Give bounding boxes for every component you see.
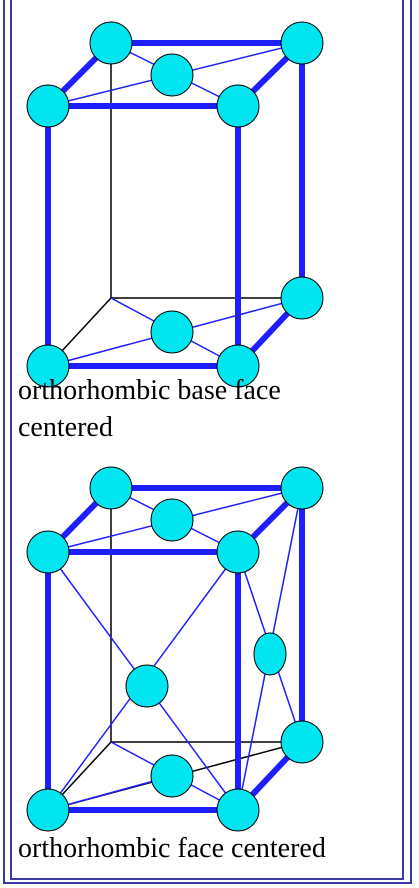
atom-front-face-center: [125, 664, 169, 708]
atom-top-face-center: [150, 53, 194, 97]
atom-bottom-front-left: [26, 788, 70, 832]
orthorhombic-base-face-centered-lattice: [26, 21, 324, 388]
atom-bottom-face-center: [150, 310, 194, 354]
atoms: [26, 21, 324, 388]
atom-bottom-front-right: [216, 788, 260, 832]
caption-base-face-centered: orthorhombic base face centered: [18, 375, 281, 443]
atom-top-front-left: [26, 530, 70, 574]
diagram-cell-face-centered: orthorhombic face centered: [12, 458, 402, 880]
atom-top-face-center: [150, 498, 194, 542]
orthorhombic-face-centered-lattice: [26, 466, 324, 832]
atom-bottom-front-left: [26, 344, 70, 388]
atom-top-back-left: [89, 466, 133, 510]
atom-bottom-front-right: [216, 344, 260, 388]
atom-top-back-right: [280, 466, 324, 510]
atom-bottom-back-right: [280, 276, 324, 320]
atom-side-face-center: [253, 632, 287, 676]
atom-top-back-right: [280, 21, 324, 65]
outer-table-border: [3, 0, 412, 884]
atom-top-front-right: [216, 530, 260, 574]
atom-top-front-right: [216, 84, 260, 128]
atom-bottom-face-center: [150, 754, 194, 798]
atom-top-back-left: [89, 21, 133, 65]
atoms: [26, 466, 324, 832]
atom-bottom-back-right: [280, 720, 324, 764]
diagram-cell-base-face-centered: orthorhombic base face centered: [12, 0, 402, 452]
caption-face-centered: orthorhombic face centered: [18, 833, 326, 864]
inner-table-border: [10, 0, 404, 880]
atom-top-front-left: [26, 84, 70, 128]
